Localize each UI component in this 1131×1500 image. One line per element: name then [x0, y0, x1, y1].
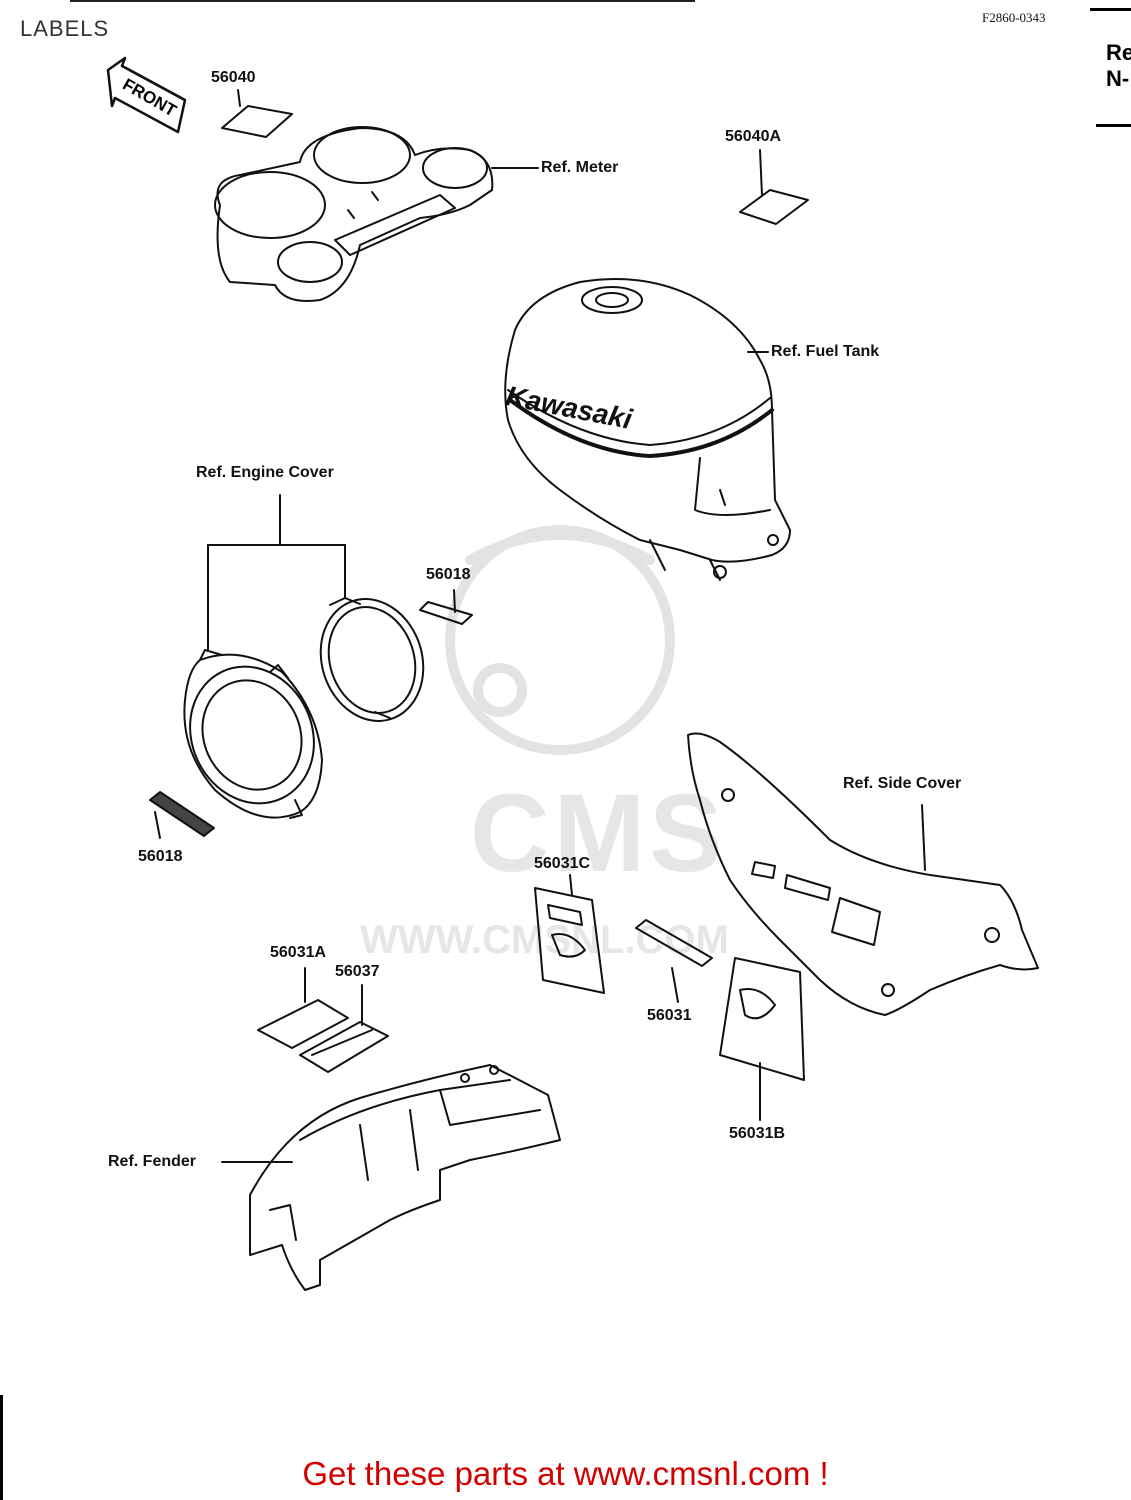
strip-56018-bottom: [149, 791, 215, 839]
edge-rule-bottom: [1096, 124, 1131, 127]
label-56031A: 56031A: [270, 944, 327, 961]
label-ref-engine-cover: Ref. Engine Cover: [196, 464, 334, 481]
fuel-tank: [504, 278, 791, 581]
edge-text-line-2: N-: [1106, 66, 1130, 91]
top-rule: [70, 0, 695, 2]
label-ref-fuel-tank: Ref. Fuel Tank: [771, 343, 880, 360]
label-ref-meter: Ref. Meter: [541, 159, 619, 176]
engine-cover-small: [319, 597, 425, 722]
watermark-logo: CMS: [470, 772, 727, 895]
label-ref-fender: Ref. Fender: [108, 1153, 197, 1170]
watermark-mascot: [445, 525, 675, 755]
decal-56031A: [257, 967, 349, 1049]
decal-56037: [299, 984, 389, 1073]
label-56040A: 56040A: [725, 128, 782, 145]
decal-56040A: [739, 149, 809, 225]
decal-56031B: [719, 957, 805, 1121]
edge-text-line-1: Re: [1106, 40, 1131, 65]
strip-56018-top: [419, 589, 473, 625]
leader-ref-side-cover: [921, 804, 926, 871]
decal-56040: [221, 89, 293, 138]
watermark-url: WWW.CMSNL.COM: [360, 918, 729, 962]
engine-cover-large: [183, 649, 323, 819]
meter-assembly: [214, 126, 494, 302]
label-56037: 56037: [335, 963, 380, 980]
label-56040: 56040: [211, 69, 256, 86]
left-edge-rule: [0, 1395, 3, 1500]
page-title: LABELS: [20, 16, 110, 41]
engine-cover-bracket: [207, 494, 346, 651]
edge-rule-top: [1090, 8, 1131, 11]
parts-diagram: [106, 56, 1039, 1291]
edge-text: Re N-: [1106, 40, 1131, 92]
fender: [249, 1064, 561, 1291]
label-ref-side-cover: Ref. Side Cover: [843, 775, 962, 792]
side-cover: [687, 732, 1039, 1016]
label-56031B: 56031B: [729, 1125, 786, 1142]
label-56031: 56031: [647, 1007, 692, 1024]
decal-56031: [635, 919, 713, 1003]
footer-link[interactable]: Get these parts at www.cmsnl.com !: [302, 1455, 829, 1492]
front-arrow-icon: [106, 56, 187, 134]
label-56031C: 56031C: [534, 855, 591, 872]
decal-56031C: [534, 874, 605, 994]
figure-code: F2860-0343: [982, 10, 1046, 25]
label-56018-top: 56018: [426, 566, 471, 583]
label-56018-bottom: 56018: [138, 848, 183, 865]
